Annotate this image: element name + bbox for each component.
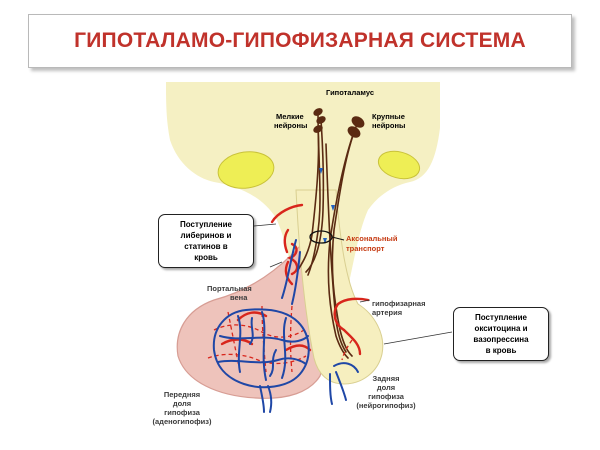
liberins-callout-line-1: Поступление: [179, 220, 232, 229]
liberins-callout-line-3: статинов в: [184, 242, 228, 251]
anterior-lobe-label-1: Передняя: [164, 390, 200, 399]
axonal-transport-label-1: Аксональный: [346, 234, 398, 243]
posterior-lobe-label-4: (нейрогипофиз): [356, 401, 416, 410]
anterior-lobe-label-4: (аденогипофиз): [153, 417, 212, 426]
anterior-lobe-label-3: гипофиза: [164, 408, 201, 417]
anterior-lobe-label-2: доля: [173, 399, 191, 408]
axonal-transport-leader: [331, 236, 345, 241]
axonal-transport-label-2: транспорт: [346, 244, 385, 253]
liberins-callout: Поступление либеринов и статинов в кровь: [158, 214, 254, 268]
artery-dashes: [207, 305, 353, 373]
hypophyseal-artery-label-2: артерия: [372, 308, 402, 317]
oxytocin-callout-line-3: вазопрессина: [473, 335, 529, 344]
posterior-lobe-label-3: гипофиза: [368, 392, 405, 401]
axonal-transport-arrows: [319, 168, 335, 244]
small-neurons-label-1: Мелкие: [276, 112, 304, 121]
large-neurons-label-2: нейроны: [372, 121, 405, 130]
large-neurons-label-1: Крупные: [372, 112, 405, 121]
oxytocin-callout-line-4: в кровь: [485, 346, 517, 355]
oxytocin-callout-line-2: окситоцина и: [474, 324, 528, 333]
hypothalamus-label: Гипоталамус: [326, 88, 374, 97]
portal-veins: [212, 239, 359, 413]
portal-vein-label-1: Портальная: [207, 284, 252, 293]
small-neurons-label-2: нейроны: [274, 121, 307, 130]
page-title: ГИПОТАЛАМО-ГИПОФИЗАРНАЯ СИСТЕМА: [74, 29, 526, 52]
oxytocin-callout-line-1: Поступление: [474, 313, 527, 322]
hypophyseal-artery-label-1: гипофизарная: [372, 299, 425, 308]
right-nucleus: [377, 150, 421, 180]
liberins-callout-line-2: либеринов и: [180, 231, 232, 240]
liberins-callout-line-4: кровь: [194, 253, 218, 262]
portal-vein-label-2: вена: [230, 293, 248, 302]
leader-lines: [253, 223, 453, 345]
posterior-lobe-label-1: Задняя: [373, 374, 400, 383]
posterior-lobe-label-2: доля: [377, 383, 395, 392]
title-box: ГИПОТАЛАМО-ГИПОФИЗАРНАЯ СИСТЕМА: [28, 14, 572, 68]
axons: [297, 111, 359, 359]
left-nucleus: [217, 151, 275, 189]
oxytocin-callout: Поступление окситоцина и вазопрессина в …: [453, 307, 549, 361]
